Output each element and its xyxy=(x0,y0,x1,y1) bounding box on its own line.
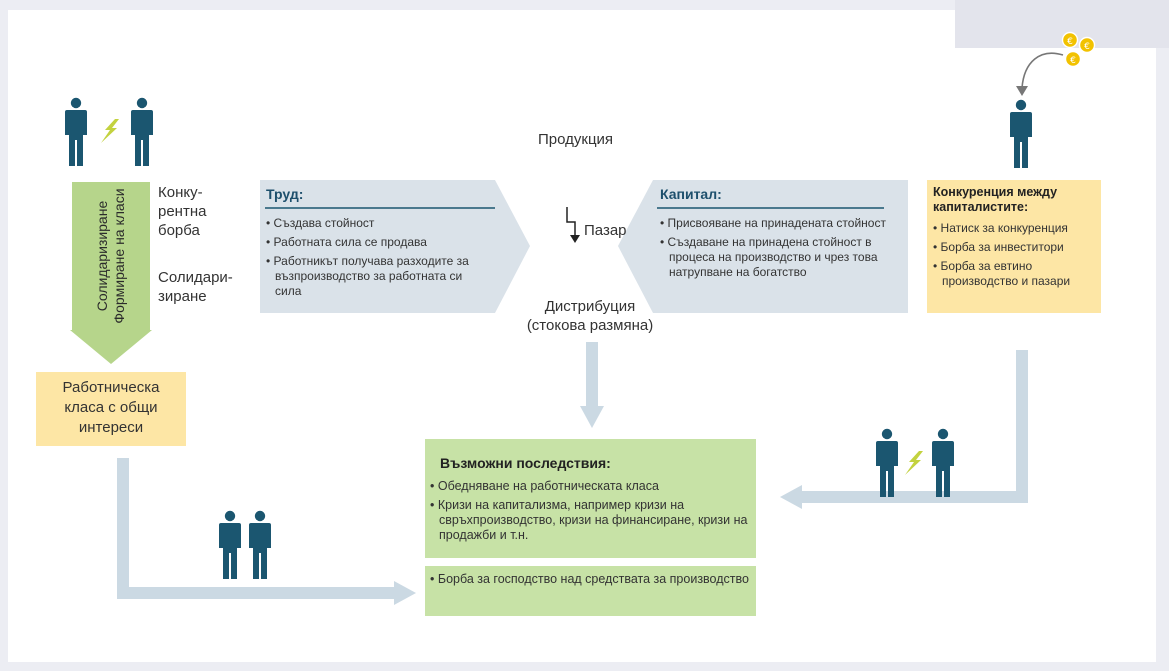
svg-text:€: € xyxy=(1067,37,1073,47)
left-flow-horizontal xyxy=(117,587,397,599)
competition-item: Борба за евтино производство и пазари xyxy=(933,259,1097,289)
flow-arrows xyxy=(117,342,1028,605)
left-flow-vertical xyxy=(117,458,129,599)
capitalists-lightning-icon xyxy=(905,451,923,475)
consequences-extra-list: Борба за господство над средствата за пр… xyxy=(430,572,750,591)
right-flow-horizontal xyxy=(800,491,1028,503)
coins-icon: € € € xyxy=(1061,31,1096,68)
market-label: Пазар xyxy=(584,222,627,239)
distribution-label: Дистрибуция (стокова размяна) xyxy=(526,298,654,334)
competitive-struggle-label: Конку- рентна борба xyxy=(158,184,207,239)
labor-item: Работната сила се продава xyxy=(266,235,491,250)
consequences-item: Обедняване на работническата класа xyxy=(430,479,750,494)
svg-text:€: € xyxy=(1084,42,1090,52)
market-lightning-icon xyxy=(566,207,580,243)
competition-list: Натиск за конкуренция Борба за инвестито… xyxy=(933,221,1097,293)
competition-item: Борба за инвеститори xyxy=(933,240,1097,255)
working-class-text: Работническа класа с общи интереси xyxy=(62,379,160,436)
distribution-down-arrow-head xyxy=(580,406,604,428)
svg-text:€: € xyxy=(1070,56,1076,66)
capital-list: Присвояване на принадената стойност Създ… xyxy=(660,216,904,284)
capital-item: Създаване на принадена стойност в процес… xyxy=(660,235,904,280)
consequences-item: Кризи на капитализма, например кризи на … xyxy=(430,498,750,543)
capital-item: Присвояване на принадената стойност xyxy=(660,216,904,231)
labor-list: Създава стойност Работната сила се прода… xyxy=(266,216,491,303)
conflict-lightning-icon xyxy=(101,119,119,143)
capitalist-icon xyxy=(1010,99,1032,168)
consequences-title: Възможни последствия: xyxy=(440,455,611,471)
distribution-down-arrow-shaft xyxy=(586,342,598,408)
consequences-list: Обедняване на работническата класа Кризи… xyxy=(430,479,750,547)
solidarization-label: Солидари- зиране xyxy=(158,269,233,305)
labor-title: Труд: xyxy=(266,186,304,202)
right-flow-arrowhead xyxy=(780,485,802,509)
right-flow-vertical xyxy=(1016,350,1028,503)
consequences-extra-item: Борба за господство над средствата за пр… xyxy=(430,572,750,587)
solidarization-arrow xyxy=(70,182,152,364)
working-class-box xyxy=(36,372,186,446)
production-label: Продукция xyxy=(538,131,614,148)
labor-item: Създава стойност xyxy=(266,216,491,231)
solidarization-arrow-label: Солидаризиране Формиране на класи xyxy=(94,188,127,324)
competition-item: Натиск за конкуренция xyxy=(933,221,1097,236)
capital-title: Капитал: xyxy=(660,186,722,202)
labor-item: Работникът получава разходите за възпрои… xyxy=(266,254,491,299)
workers-united-icon xyxy=(219,510,271,579)
left-flow-arrowhead xyxy=(394,581,416,605)
coin-curved-arrow xyxy=(1021,52,1064,89)
competition-title: Конкуренция между капиталистите: xyxy=(933,185,1058,214)
